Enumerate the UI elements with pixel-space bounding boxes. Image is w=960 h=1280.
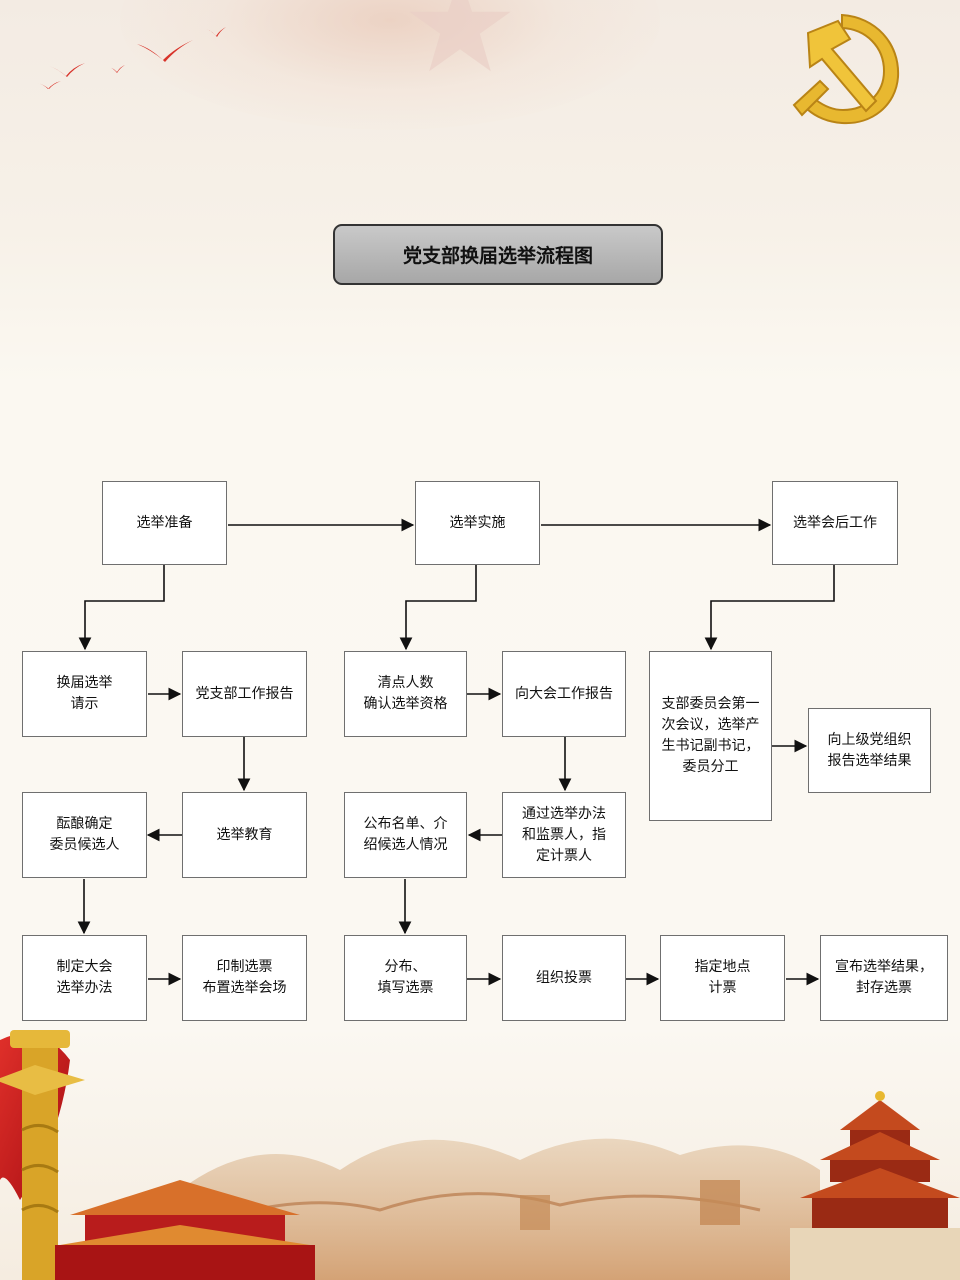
- party-emblem-icon: [792, 13, 900, 125]
- node-election-impl: 选举实施: [415, 481, 540, 565]
- star-icon: [409, 0, 511, 72]
- node-congress-report: 向大会工作报告: [502, 651, 626, 737]
- node-education: 选举教育: [182, 792, 307, 878]
- bird-icon: [109, 65, 125, 73]
- bottom-scenery: [0, 1030, 960, 1280]
- huabiao-pillar-icon: [0, 1030, 85, 1280]
- node-announce: 宣布选举结果， 封存选票: [820, 935, 948, 1021]
- node-first-meeting: 支部委员会第一 次会议，选举产 生书记副书记， 委员分工: [649, 651, 772, 821]
- node-election-prep: 选举准备: [102, 481, 227, 565]
- node-tally: 指定地点 计票: [660, 935, 785, 1021]
- node-publish: 公布名单、介 绍候选人情况: [344, 792, 467, 878]
- node-post-election: 选举会后工作: [772, 481, 898, 565]
- node-branch-report: 党支部工作报告: [182, 651, 307, 737]
- node-count: 清点人数 确认选举资格: [344, 651, 467, 737]
- node-deliberate: 酝酿确定 委员候选人: [22, 792, 147, 878]
- tiananmen-icon: [55, 1180, 315, 1280]
- arrow-prep-to-request: [78, 565, 165, 651]
- node-print-ballots: 印制选票 布置选举会场: [182, 935, 307, 1021]
- node-report-up: 向上级党组织 报告选举结果: [808, 708, 931, 793]
- node-adopt: 通过选举办法 和监票人，指 定计票人: [502, 792, 626, 878]
- bird-icon: [37, 81, 61, 89]
- node-vote: 组织投票: [502, 935, 626, 1021]
- node-distribute: 分布、 填写选票: [344, 935, 467, 1021]
- node-request: 换届选举 请示: [22, 651, 147, 737]
- bird-icon: [49, 63, 85, 77]
- page-title: 党支部换届选举流程图: [333, 224, 663, 285]
- arrow-impl-to-count: [399, 565, 477, 651]
- node-draft-rules: 制定大会 选举办法: [22, 935, 147, 1021]
- temple-of-heaven-icon: [790, 1091, 960, 1280]
- arrow-post-to-first-meeting: [704, 565, 835, 651]
- great-wall-icon: [180, 1138, 820, 1280]
